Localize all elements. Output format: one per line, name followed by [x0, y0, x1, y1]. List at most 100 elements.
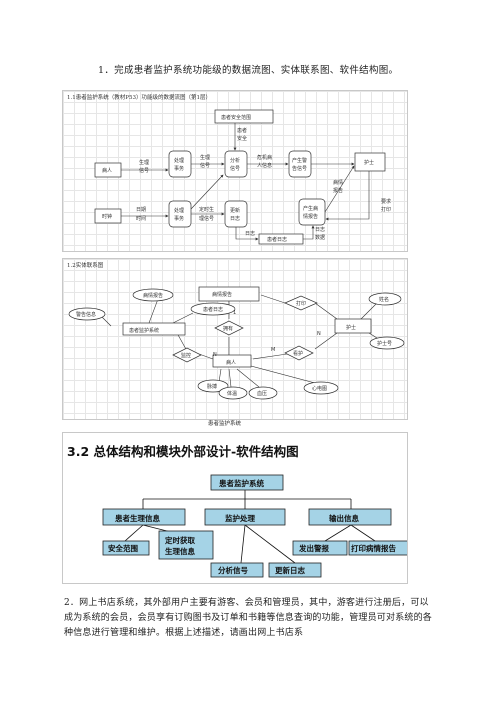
svg-text:理信号: 理信号 [199, 215, 214, 222]
svg-text:日期: 日期 [136, 207, 146, 213]
dfd-title: 1.1患者监护系统（教材P53）功能级的数据流图（第1层） [67, 95, 211, 101]
analyze-signal [224, 150, 248, 178]
svg-text:发出警报: 发出警报 [298, 543, 329, 553]
structure-chart: 3.2 总体结构和模块外部设计-软件结构图 [62, 432, 408, 584]
svg-text:患者监护系统: 患者监护系统 [219, 478, 264, 488]
svg-text:护士: 护士 [364, 159, 374, 166]
svg-text:患者生理信息: 患者生理信息 [115, 513, 160, 523]
er-title: 1.2实体联系图 [67, 263, 104, 269]
svg-text:患者监护系统: 患者监护系统 [129, 327, 159, 334]
svg-text:产生警: 产生警 [292, 157, 307, 164]
svg-text:监控: 监控 [181, 352, 191, 359]
svg-text:拥有: 拥有 [223, 325, 233, 332]
svg-text:生理: 生理 [139, 159, 149, 166]
module-update-log [268, 562, 322, 578]
svg-text:生理信息: 生理信息 [165, 546, 195, 556]
svg-text:事务: 事务 [174, 215, 184, 222]
svg-text:警告信息: 警告信息 [76, 311, 96, 318]
svg-text:生理: 生理 [200, 154, 210, 161]
root-module [210, 474, 284, 491]
rel-care [284, 345, 314, 361]
svg-text:患者日志: 患者日志 [267, 236, 287, 243]
svg-text:患者日志: 患者日志 [203, 306, 223, 313]
entity-report [198, 286, 260, 302]
module-physio [102, 508, 186, 526]
svg-text:分析信号: 分析信号 [218, 565, 248, 575]
svg-text:姓名: 姓名 [379, 296, 389, 303]
module-alarm [292, 540, 348, 556]
svg-text:日志: 日志 [230, 215, 240, 222]
dataflow-diagram: 1.1患者监护系统（教材P53）功能级的数据流图（第1层） [62, 90, 408, 252]
svg-text:危机病: 危机病 [257, 154, 272, 161]
svg-text:脉搏: 脉搏 [207, 383, 217, 390]
svg-text:护士号: 护士号 [377, 340, 392, 347]
svg-text:信号: 信号 [139, 167, 149, 174]
svg-text:输出信息: 输出信息 [329, 513, 359, 523]
question-2: 2．网上书店系统，其外部用户主要有游客、会员和管理员，其中，游客进行注册后，可以… [64, 598, 433, 638]
svg-text:病人: 病人 [102, 167, 112, 174]
module-analyze [210, 562, 264, 578]
svg-text:定时生: 定时生 [199, 206, 214, 213]
svg-text:事务: 事务 [174, 165, 184, 172]
svg-text:信号: 信号 [230, 165, 240, 172]
svg-text:患者: 患者 [237, 127, 247, 134]
svg-text:人信息: 人信息 [257, 162, 272, 169]
rel-has [214, 320, 244, 336]
svg-text:日志: 日志 [315, 226, 325, 233]
svg-text:处理: 处理 [174, 207, 184, 214]
svg-text:打印病情报告: 打印病情报告 [351, 543, 396, 553]
svg-text:日志: 日志 [245, 230, 255, 237]
svg-text:监护处理: 监护处理 [225, 513, 255, 523]
rel-monitor [172, 347, 202, 363]
svg-text:病情报告: 病情报告 [212, 291, 232, 298]
time-transaction [168, 200, 192, 228]
svg-text:数据: 数据 [315, 234, 325, 241]
svg-text:分析: 分析 [230, 157, 240, 164]
question-1: 1．完成患者监护系统功能级的数据流图、实体联系图、软件结构图。 [98, 65, 399, 76]
entity-nurse [334, 318, 372, 334]
rel-print [284, 295, 318, 311]
svg-text:要求: 要求 [381, 198, 391, 205]
svg-text:时间: 时间 [136, 215, 146, 222]
module-output [308, 508, 392, 526]
svg-text:定时获取: 定时获取 [165, 535, 195, 545]
svg-text:处理: 处理 [174, 157, 184, 164]
section-heading: 3.2 总体结构和模块外部设计-软件结构图 [67, 444, 299, 459]
module-print-report [348, 540, 407, 556]
svg-text:心电图: 心电图 [312, 385, 327, 392]
svg-text:M: M [271, 347, 275, 353]
svg-text:更新日志: 更新日志 [275, 565, 305, 575]
process-transaction [168, 150, 192, 178]
svg-text:体温: 体温 [227, 390, 237, 397]
svg-text:血压: 血压 [257, 390, 267, 397]
svg-text:病人: 病人 [226, 359, 236, 366]
svg-text:更新: 更新 [230, 207, 240, 214]
entity-patient [212, 354, 252, 368]
svg-text:打印: 打印 [381, 206, 391, 213]
alarm-signal [288, 150, 312, 178]
svg-text:看护: 看护 [293, 350, 303, 357]
svg-text:情报告: 情报告 [303, 213, 318, 220]
svg-text:产生病: 产生病 [303, 205, 318, 212]
svg-text:报告: 报告 [333, 187, 343, 194]
svg-text:N: N [317, 331, 321, 337]
svg-text:时钟: 时钟 [102, 213, 112, 220]
module-timed [158, 530, 214, 560]
svg-text:打印: 打印 [296, 300, 306, 307]
svg-text:病情: 病情 [333, 179, 343, 186]
entity-system [122, 322, 186, 336]
svg-text:患者安全范围: 患者安全范围 [221, 114, 251, 121]
update-log [224, 200, 248, 228]
svg-text:护士: 护士 [346, 324, 356, 331]
er-caption: 患者监护系统 [208, 421, 242, 427]
svg-text:信号: 信号 [200, 162, 210, 169]
module-safe-range [102, 540, 150, 556]
security-store [214, 109, 274, 124]
nurse-box [354, 152, 386, 172]
svg-text:病情报告: 病情报告 [143, 292, 163, 299]
module-monitor [204, 508, 286, 526]
svg-text:告信号: 告信号 [292, 165, 307, 172]
svg-text:安全: 安全 [237, 135, 247, 142]
svg-text:N: N [213, 352, 217, 358]
er-diagram: 1.2实体联系图 [62, 258, 408, 420]
